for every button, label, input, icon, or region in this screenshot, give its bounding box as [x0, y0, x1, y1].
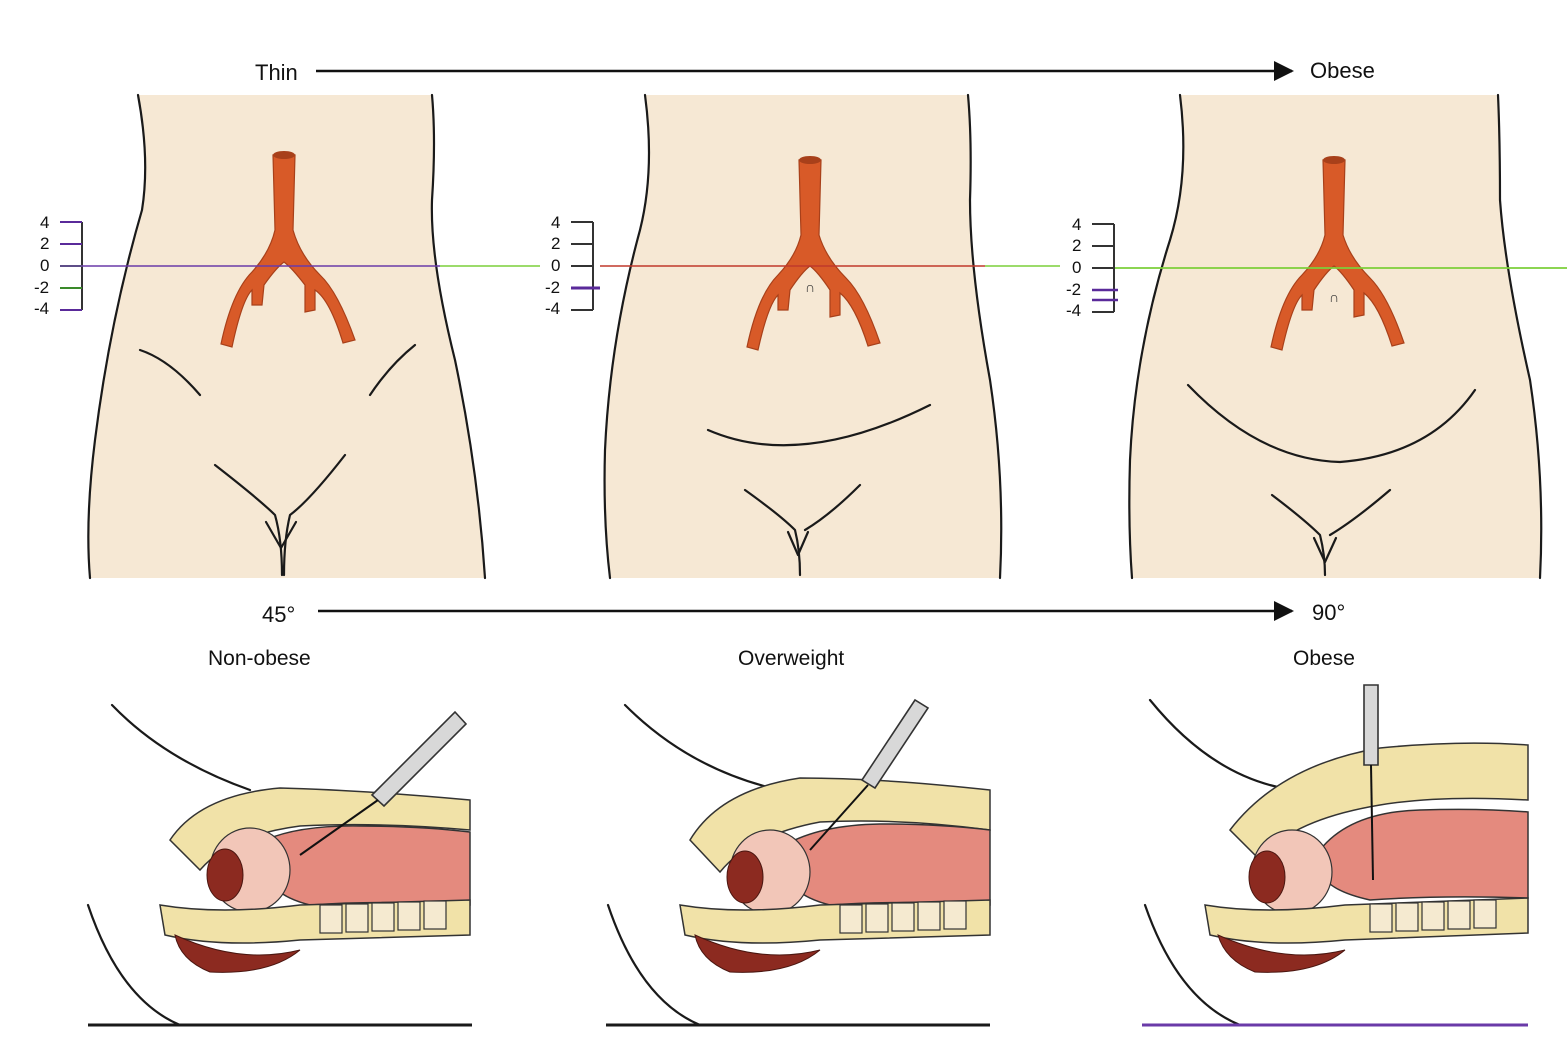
top-axis-start-label: Thin — [255, 60, 298, 85]
panel-title-obese: Obese — [1293, 647, 1355, 670]
svg-text:-2: -2 — [1066, 280, 1081, 299]
svg-text:2: 2 — [1072, 236, 1081, 255]
umbilicus-scale-obese: 4 2 0 -2 -4 — [1066, 215, 1118, 320]
svg-text:-2: -2 — [34, 278, 49, 297]
svg-text:4: 4 — [551, 213, 560, 232]
top-axis-end-label: Obese — [1310, 58, 1375, 83]
cross-section-overweight — [606, 690, 990, 1025]
svg-text:∩: ∩ — [1329, 289, 1339, 305]
svg-text:0: 0 — [1072, 258, 1081, 277]
svg-text:4: 4 — [40, 213, 49, 232]
svg-text:-2: -2 — [545, 278, 560, 297]
bottom-axis-start-label: 45° — [262, 602, 295, 627]
panel-title-overweight: Overweight — [738, 647, 844, 670]
svg-text:4: 4 — [1072, 215, 1081, 234]
panel-title-non-obese: Non-obese — [208, 647, 311, 670]
svg-text:-4: -4 — [34, 299, 49, 318]
svg-text:-4: -4 — [545, 299, 560, 318]
svg-text:0: 0 — [40, 256, 49, 275]
torso-obese: ∩ 4 2 0 -2 -4 — [1066, 95, 1541, 578]
svg-text:∩: ∩ — [805, 279, 815, 295]
cross-section-obese — [1142, 685, 1528, 1025]
svg-text:2: 2 — [40, 234, 49, 253]
svg-text:0: 0 — [551, 256, 560, 275]
bottom-axis: 45° 90° — [262, 600, 1345, 627]
cross-section-non-obese — [88, 690, 472, 1025]
umbilicus-scale-overweight: 4 2 0 -2 -4 — [545, 213, 600, 318]
svg-text:-4: -4 — [1066, 301, 1081, 320]
top-axis: Thin Obese — [255, 58, 1375, 85]
svg-text:2: 2 — [551, 234, 560, 253]
torso-thin: 4 2 0 -2 -4 — [34, 95, 485, 578]
bottom-axis-end-label: 90° — [1312, 600, 1345, 625]
torso-overweight: ∩ 4 2 0 -2 -4 — [545, 95, 1001, 578]
